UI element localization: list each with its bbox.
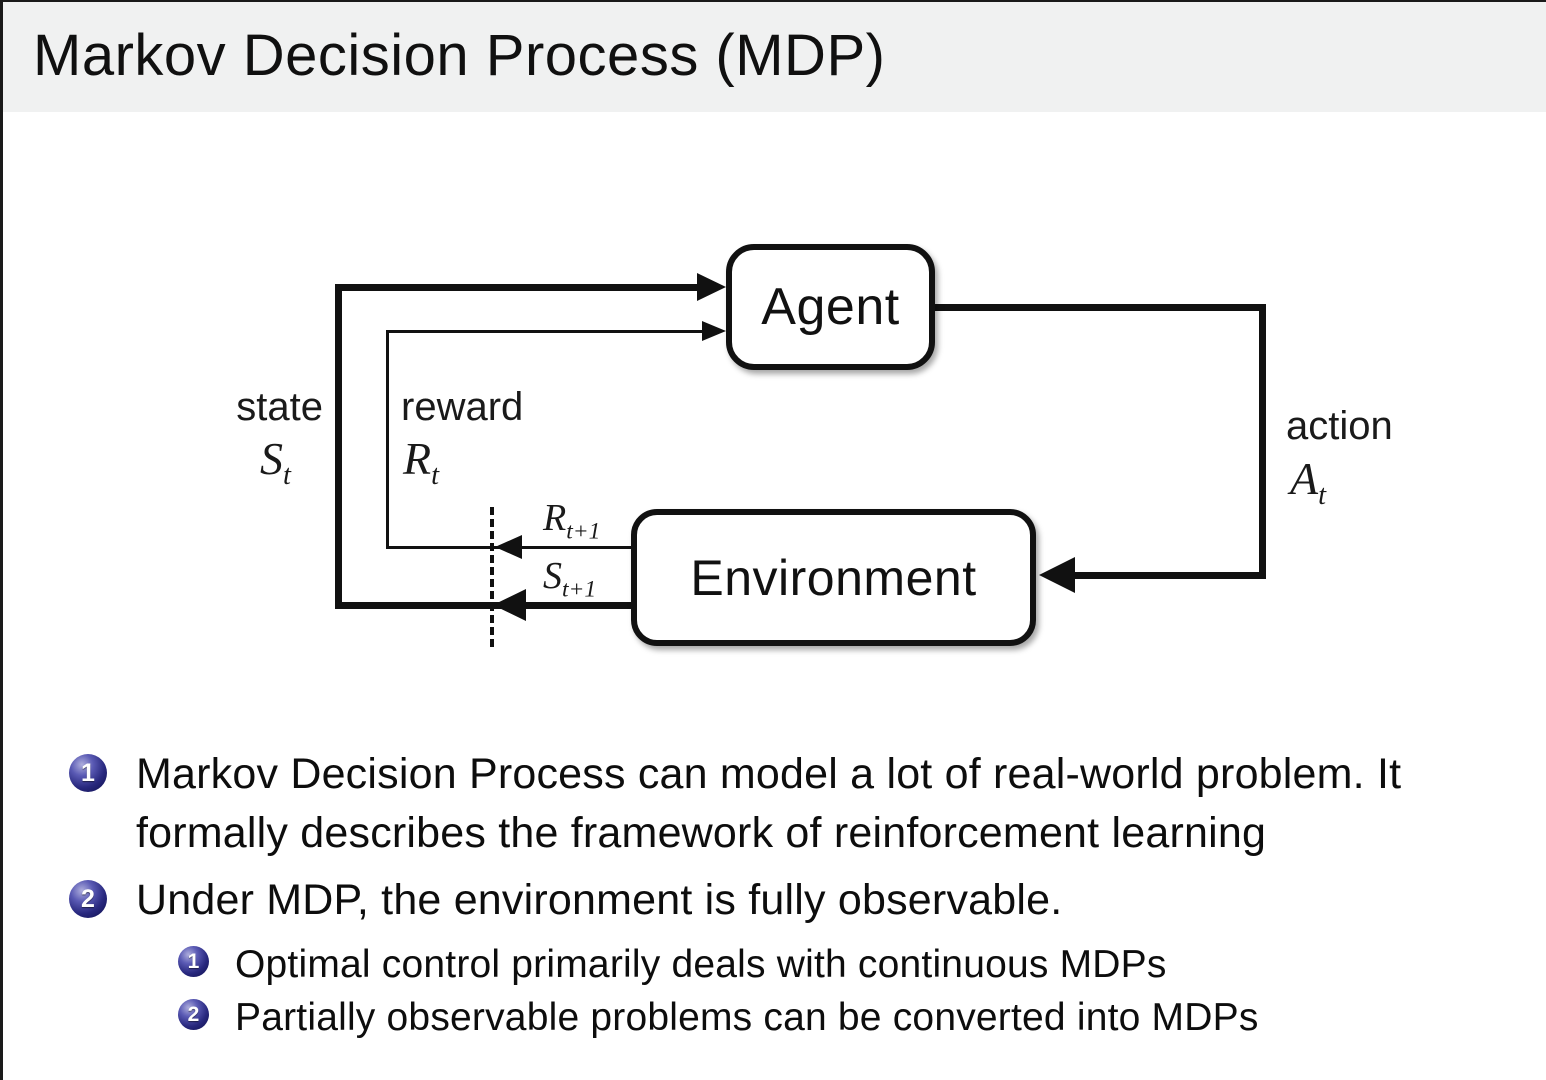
reward-symbol-base: R bbox=[403, 433, 432, 484]
reward-arrowhead-icon bbox=[702, 321, 726, 341]
bullet-item: Markov Decision Process can model a lot … bbox=[136, 750, 1402, 857]
next-state-symbol: St+1 bbox=[543, 554, 596, 604]
state-label: state bbox=[236, 385, 323, 429]
action-arrowhead-icon bbox=[1039, 557, 1075, 593]
agent-node: Agent bbox=[726, 244, 935, 370]
sub-bullet-item: Partially observable problems can be con… bbox=[235, 996, 1259, 1039]
bullet-number-badge: 2 bbox=[69, 880, 107, 918]
environment-node: Environment bbox=[631, 509, 1036, 646]
sub-bullet-number-badge: 2 bbox=[178, 999, 209, 1030]
timestep-dashed-line bbox=[490, 507, 494, 647]
state-line-vertical bbox=[335, 284, 342, 609]
state-symbol-sub: t bbox=[283, 460, 291, 492]
next-state-arrowhead-icon bbox=[493, 589, 526, 621]
state-symbol: St bbox=[228, 432, 323, 492]
action-label: action bbox=[1286, 404, 1393, 448]
environment-label: Environment bbox=[690, 549, 977, 606]
reward-line-vertical bbox=[386, 330, 389, 549]
action-symbol: At bbox=[1290, 452, 1326, 512]
next-reward-symbol-base: R bbox=[543, 497, 567, 539]
next-state-line bbox=[335, 602, 631, 609]
reward-symbol-sub: t bbox=[431, 460, 440, 492]
bullet-number-badge: 1 bbox=[69, 754, 107, 792]
slide-header: Markov Decision Process (MDP) bbox=[3, 2, 1546, 112]
next-state-symbol-base: S bbox=[543, 555, 562, 597]
agent-label: Agent bbox=[761, 278, 900, 336]
page-title: Markov Decision Process (MDP) bbox=[33, 23, 886, 88]
bullet-item: Under MDP, the environment is fully obse… bbox=[136, 876, 1063, 924]
action-line-vertical bbox=[1259, 304, 1266, 576]
reward-line-to-agent bbox=[386, 330, 704, 333]
action-line-to-environment bbox=[1073, 572, 1266, 579]
state-line-to-agent bbox=[335, 284, 701, 291]
next-reward-symbol: Rt+1 bbox=[543, 496, 600, 546]
reward-symbol: Rt bbox=[403, 432, 439, 492]
action-symbol-sub: t bbox=[1318, 480, 1327, 512]
action-line-from-agent bbox=[934, 304, 1266, 311]
next-reward-symbol-sub: t+1 bbox=[566, 518, 601, 545]
state-symbol-base: S bbox=[260, 433, 284, 484]
action-symbol-base: A bbox=[1290, 453, 1319, 504]
state-arrowhead-icon bbox=[697, 273, 726, 301]
next-reward-arrowhead-icon bbox=[495, 535, 522, 559]
next-state-symbol-sub: t+1 bbox=[562, 576, 597, 603]
sub-bullet-number-badge: 1 bbox=[178, 946, 209, 977]
sub-bullet-item: Optimal control primarily deals with con… bbox=[235, 943, 1167, 986]
reward-label: reward bbox=[401, 385, 524, 429]
